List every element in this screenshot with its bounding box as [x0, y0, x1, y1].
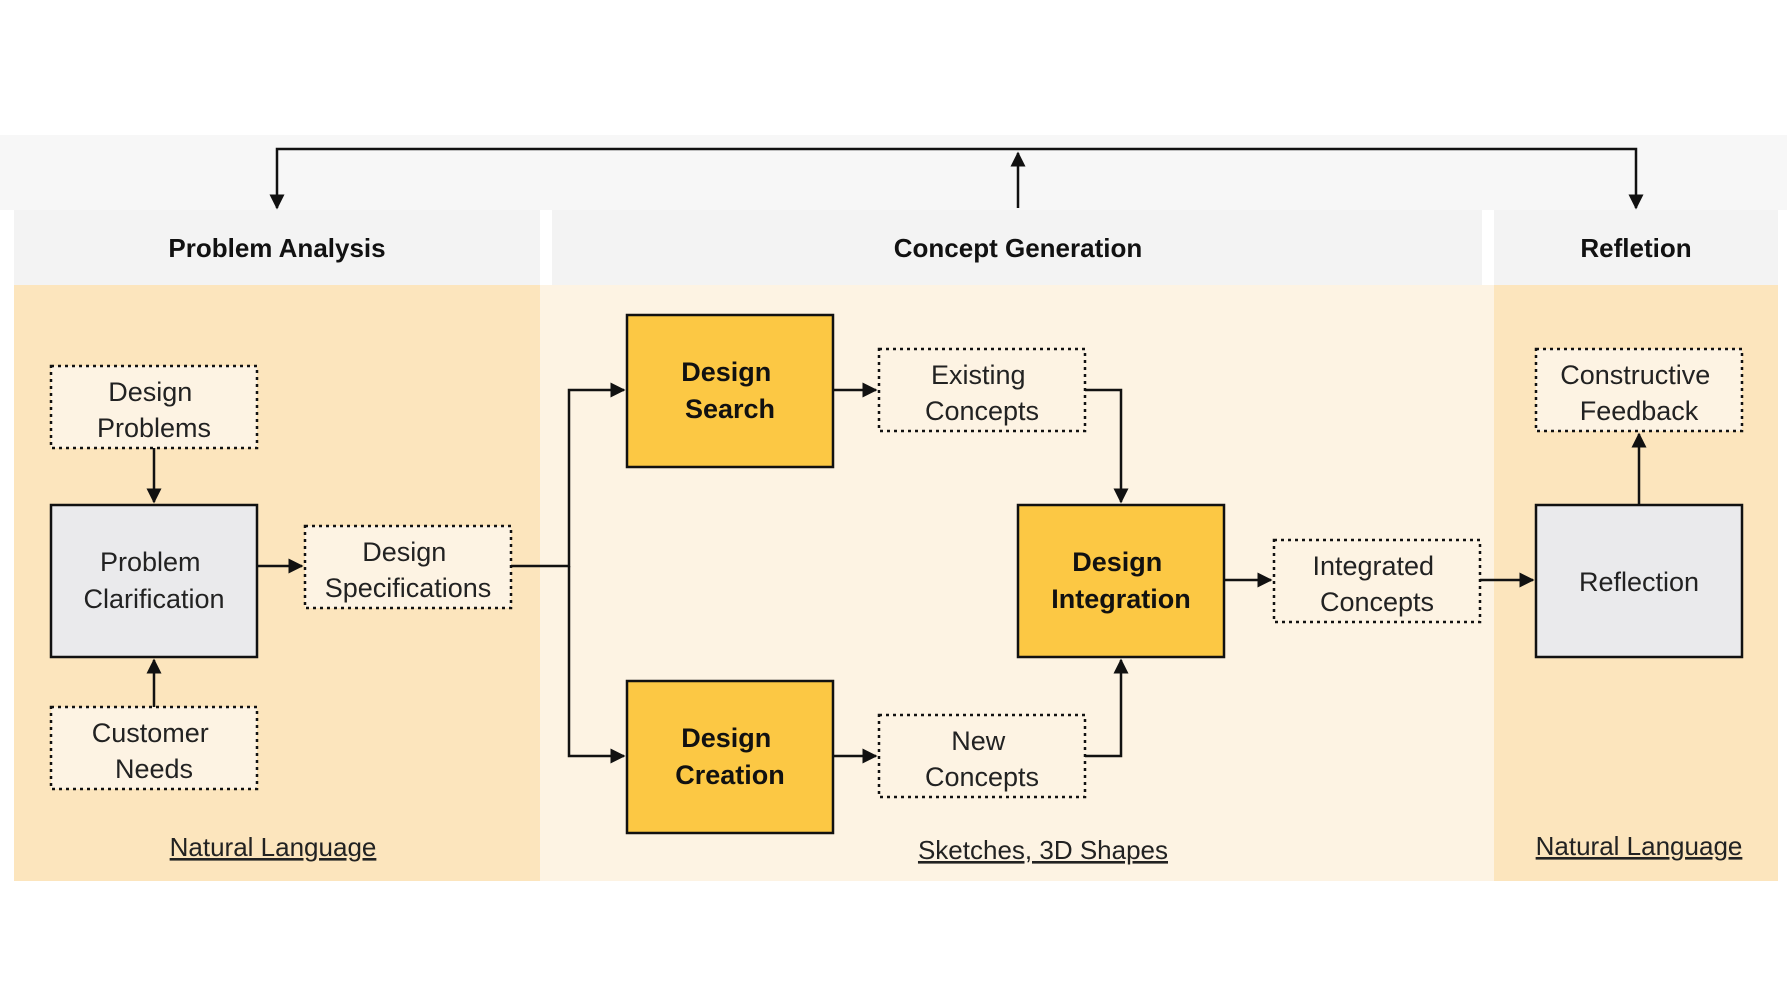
header-problem-analysis	[14, 210, 540, 285]
header-concept-generation	[552, 210, 1482, 285]
node-label: Integrated	[1312, 551, 1434, 581]
svg-text:Existing Concepts: Existing Concepts	[925, 360, 1039, 426]
node-reflection: Reflection	[1534, 503, 1744, 659]
node-label: Clarification	[83, 584, 224, 614]
node-label: Integration	[1051, 584, 1191, 614]
node-label: New	[951, 726, 1006, 756]
svg-text:Design Specifications: Design Specifications	[325, 537, 492, 603]
node-label: Concepts	[925, 396, 1039, 426]
edge-new-to-integration	[1085, 658, 1129, 758]
svg-text:Integrated Concepts: Integrated Concepts	[1312, 551, 1441, 617]
node-integrated-concepts: Integrated Concepts	[1272, 538, 1482, 624]
edge-specifications-to-search	[511, 382, 626, 568]
node-label: Constructive	[1560, 360, 1710, 390]
panel-title-reflection: Refletion	[1580, 233, 1691, 263]
edge-specifications-to-creation	[567, 566, 626, 764]
svg-text:New Concepts: New Concepts	[925, 726, 1039, 792]
panel-title-problem-analysis: Problem Analysis	[168, 233, 385, 263]
node-existing-concepts: Existing Concepts	[877, 347, 1087, 433]
panel-footer-concept-generation: Sketches, 3D Shapes	[918, 835, 1168, 865]
svg-text:Design Search: Design Search	[681, 357, 779, 424]
node-label: Customer	[92, 718, 209, 748]
svg-text:Reflection: Reflection	[1579, 567, 1699, 597]
svg-text:Design Creation: Design Creation	[675, 723, 785, 790]
node-design-search: Design Search	[625, 313, 835, 469]
panel-footer-problem-analysis: Natural Language	[170, 832, 377, 862]
node-label: Design	[681, 357, 771, 387]
node-label: Feedback	[1580, 396, 1699, 426]
header-reflection	[1494, 210, 1778, 285]
node-customer-needs: Customer Needs	[49, 705, 259, 791]
svg-text:Constructive Feedback: Constructive Feedback	[1560, 360, 1718, 426]
panel-footer-reflection: Natural Language	[1536, 831, 1743, 861]
node-label: Creation	[675, 760, 785, 790]
node-constructive-feedback: Constructive Feedback	[1534, 347, 1744, 433]
svg-text:Design Problems: Design Problems	[97, 377, 211, 443]
node-label: Concepts	[925, 762, 1039, 792]
edge-feedback-loop	[269, 147, 1644, 210]
node-design-creation: Design Creation	[625, 679, 835, 835]
panel-title-concept-generation: Concept Generation	[894, 233, 1142, 263]
node-label: Problems	[97, 413, 211, 443]
node-label: Needs	[115, 754, 193, 784]
node-design-problems: Design Problems	[49, 364, 259, 450]
node-design-integration: Design Integration	[1016, 503, 1226, 659]
node-label: Reflection	[1579, 567, 1699, 597]
node-label: Problem	[100, 547, 201, 577]
node-label: Search	[685, 394, 775, 424]
node-label: Design	[108, 377, 192, 407]
node-label: Design	[681, 723, 771, 753]
node-new-concepts: New Concepts	[877, 713, 1087, 799]
svg-text:Design Integration: Design Integration	[1051, 547, 1191, 614]
svg-text:Customer Needs: Customer Needs	[92, 718, 217, 784]
node-label: Existing	[931, 360, 1026, 390]
node-label: Specifications	[325, 573, 492, 603]
node-label: Concepts	[1320, 587, 1434, 617]
top-band	[0, 135, 1787, 210]
node-label: Design	[362, 537, 446, 567]
svg-text:Problem Clarification: Problem Clarification	[83, 547, 224, 614]
node-problem-clarification: Problem Clarification	[49, 503, 259, 659]
node-design-specifications: Design Specifications	[303, 524, 513, 610]
edge-existing-to-integration	[1085, 388, 1129, 504]
node-label: Design	[1072, 547, 1162, 577]
